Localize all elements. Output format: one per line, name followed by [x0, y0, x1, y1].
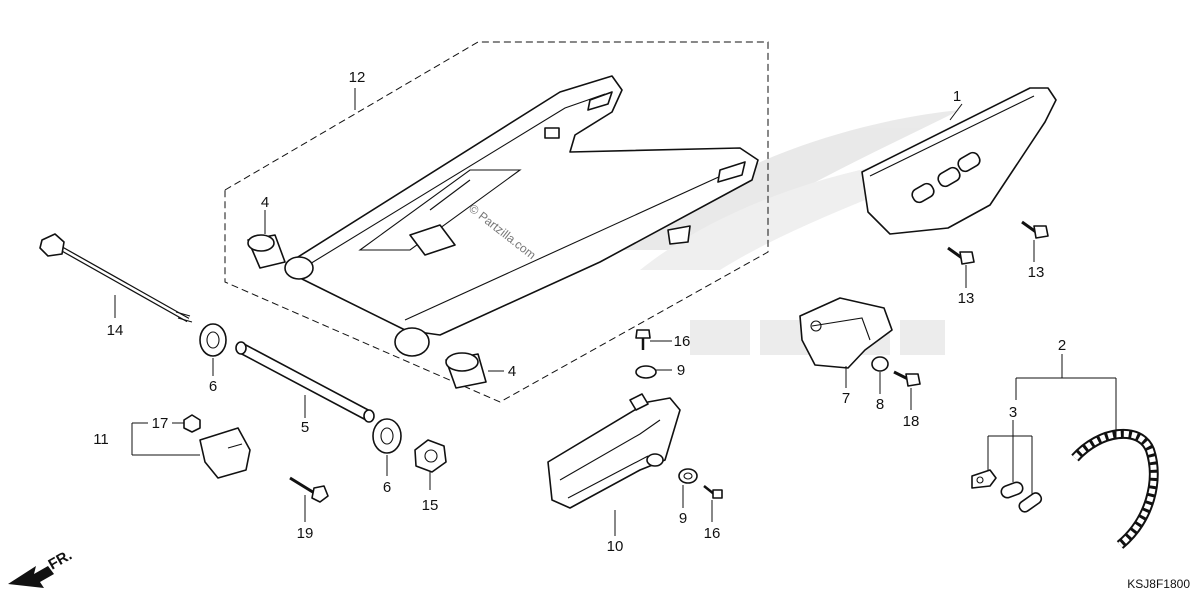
callout-9-upper: 9: [677, 362, 685, 379]
clamp-nut[interactable]: [183, 414, 201, 433]
callout-2: 2: [1058, 337, 1066, 354]
callout-19: 19: [297, 525, 314, 542]
screw-lower[interactable]: [703, 485, 723, 499]
drive-chain-case[interactable]: [861, 87, 1057, 235]
callout-11: 11: [93, 431, 109, 448]
swingarm-assembly-boundary: [224, 41, 769, 403]
callout-9-lower: 9: [679, 510, 687, 527]
callout-10: 10: [607, 538, 624, 555]
bearing-upper[interactable]: [199, 323, 227, 357]
callout-7: 7: [842, 390, 850, 407]
callout-3: 3: [1009, 404, 1017, 421]
callout-4-lower: 4: [508, 363, 516, 380]
chain-guide-plate[interactable]: [799, 297, 893, 369]
callout-12: 12: [349, 69, 366, 86]
callout-18: 18: [903, 413, 920, 430]
bearing-lower[interactable]: [372, 418, 402, 454]
washer-lower[interactable]: [678, 468, 698, 484]
callout-5: 5: [301, 419, 309, 436]
callout-4-upper: 4: [261, 194, 269, 211]
washer-upper[interactable]: [635, 365, 657, 379]
chain-master-link[interactable]: [971, 469, 997, 489]
callout-16-lower: 16: [704, 525, 721, 542]
collar-upper[interactable]: [247, 234, 286, 269]
case-bolt-left[interactable]: [947, 246, 975, 265]
pivot-collar[interactable]: [235, 341, 375, 423]
honda-wing-logo-icon: [620, 110, 980, 355]
chain-clip[interactable]: [1017, 491, 1043, 514]
collar-lower[interactable]: [445, 352, 487, 389]
callout-6-lower: 6: [383, 479, 391, 496]
screw-upper[interactable]: [635, 329, 651, 350]
chain-slider[interactable]: [547, 393, 681, 509]
front-direction-arrow-icon: [8, 566, 54, 588]
callout-6-upper: 6: [209, 378, 217, 395]
pivot-nut[interactable]: [414, 439, 447, 473]
pivot-bolt[interactable]: [39, 233, 193, 323]
callout-1: 1: [953, 88, 961, 105]
callout-16-upper: 16: [674, 333, 691, 350]
callout-13-right: 13: [1028, 264, 1045, 281]
callout-13-left: 13: [958, 290, 975, 307]
callout-labels: 1 2 3 4 4 5 6 6 7 8 9 9 10 11 12 13 13 1…: [93, 69, 1066, 555]
flange-bolt-19[interactable]: [289, 476, 329, 503]
callout-15: 15: [422, 497, 439, 514]
brake-hose-clamp[interactable]: [199, 427, 251, 479]
chain-link-plate[interactable]: [1000, 481, 1025, 500]
drive-chain[interactable]: [1071, 428, 1159, 549]
leader-lines: [114, 88, 1117, 536]
bolt-18[interactable]: [893, 370, 921, 387]
case-bolt-right[interactable]: [1021, 220, 1049, 239]
callout-17: 17: [152, 415, 169, 432]
swingarm[interactable]: [284, 75, 759, 357]
callout-14: 14: [107, 322, 124, 339]
collar-8[interactable]: [871, 356, 889, 372]
diagram-code: KSJ8F1800: [1127, 577, 1190, 591]
callout-8: 8: [876, 396, 884, 413]
